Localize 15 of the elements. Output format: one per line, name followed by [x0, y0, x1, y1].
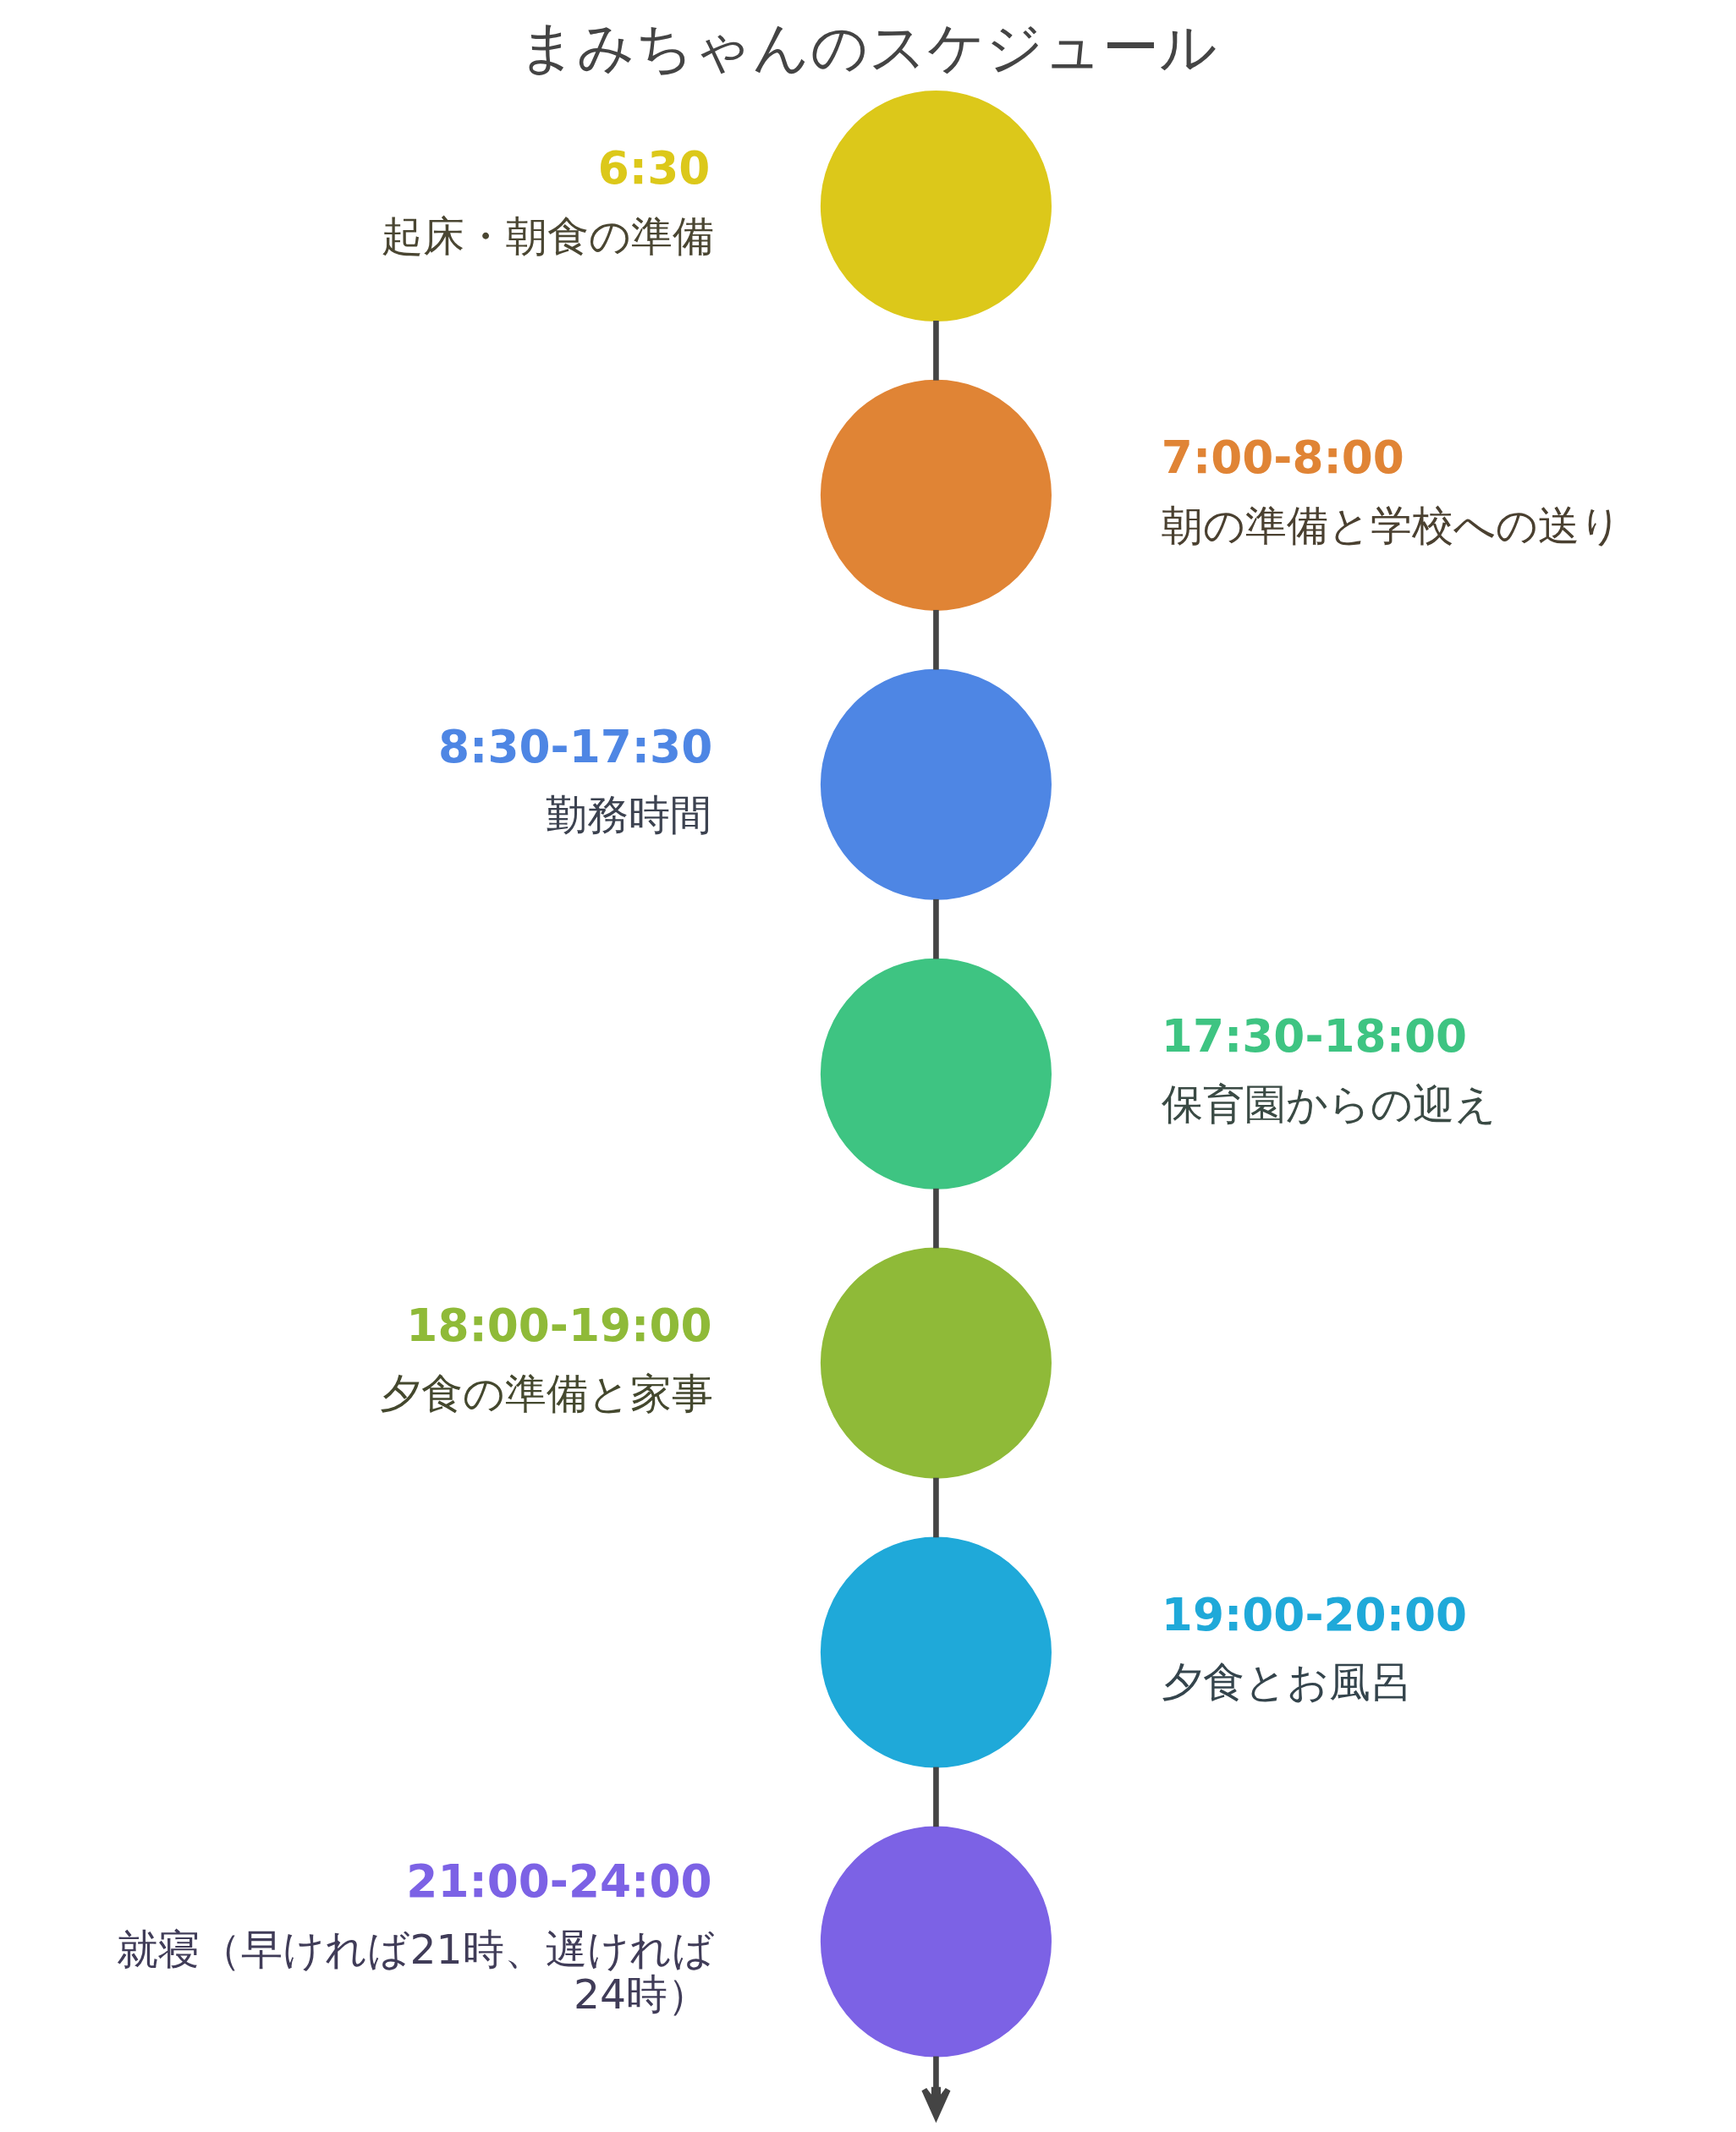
node-label: 17:30-18:00 [1161, 1009, 1467, 1063]
node-label: 朝の準備と学校への送り [1161, 501, 1622, 550]
node-label: 6:30 [597, 142, 710, 195]
node-label: 勤務時間 [545, 790, 711, 839]
node-label: 18:00-19:00 [405, 1299, 712, 1352]
node-label: 21:00-24:00 [405, 1855, 712, 1909]
node-label: 夕食とお風呂 [1161, 1658, 1412, 1707]
node-label: 7:00-8:00 [1161, 431, 1404, 485]
node-label: 19:00-20:00 [1161, 1588, 1467, 1641]
diagram-title: まみちゃんのスケジュール [519, 14, 1217, 81]
node-label: 保育園からの迎え [1161, 1080, 1497, 1129]
node-label: 就寝（早ければ21時、遅ければ24時） [116, 1925, 714, 2019]
node-label: 起床・朝食の準備 [381, 212, 714, 261]
node-label: 8:30-17:30 [437, 721, 712, 774]
node-label: 夕食の準備と家事 [379, 1369, 713, 1418]
